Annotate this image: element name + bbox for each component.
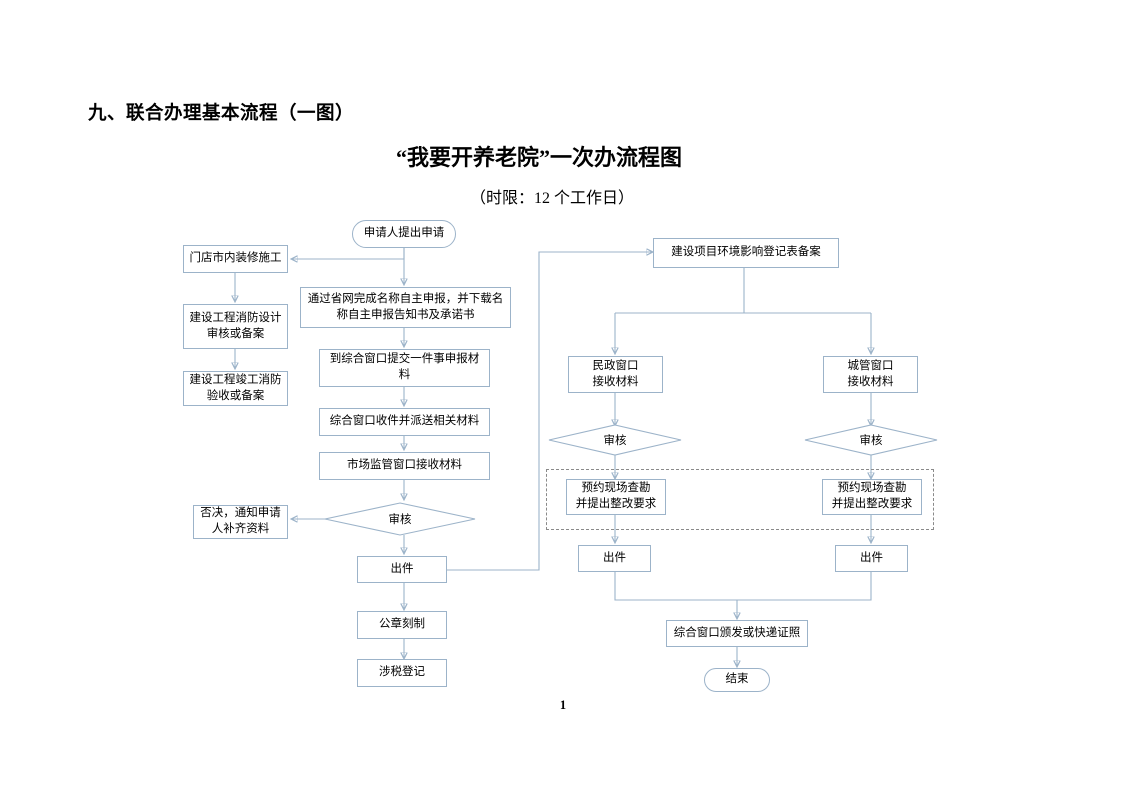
node-review-civil[interactable]: 审核	[548, 424, 682, 456]
node-market-supervision-window[interactable]: 市场监管窗口接收材料	[319, 452, 490, 480]
node-civil-affairs-window[interactable]: 民政窗口 接收材料	[568, 356, 663, 393]
node-issue-civil[interactable]: 出件	[578, 545, 651, 572]
node-submit-to-window[interactable]: 到综合窗口提交一件事申报材 料	[319, 349, 490, 387]
node-fire-design-review[interactable]: 建设工程消防设计 审核或备案	[183, 304, 288, 349]
onsite-survey-dashed-group	[546, 469, 934, 530]
page-title: “我要开养老院”一次办流程图	[396, 145, 683, 170]
node-fire-acceptance[interactable]: 建设工程竣工消防 验收或备案	[183, 371, 288, 406]
node-reject-notice[interactable]: 否决，通知申请 人补齐资料	[193, 505, 288, 539]
node-tax-registration[interactable]: 涉税登记	[357, 659, 447, 687]
node-review-urban[interactable]: 审核	[804, 424, 938, 456]
node-review-urban-label: 审核	[859, 435, 883, 447]
section-heading: 九、联合办理基本流程（一图）	[88, 104, 355, 124]
node-end[interactable]: 结束	[704, 668, 770, 692]
node-review-market-label: 审核	[388, 514, 412, 526]
node-urban-mgmt-window[interactable]: 城管窗口 接收材料	[823, 356, 918, 393]
node-survey-civil[interactable]: 预约现场查勘 并提出整改要求	[566, 479, 666, 515]
page-number: 1	[559, 698, 567, 712]
node-license-issue[interactable]: 综合窗口颁发或快递证照	[666, 620, 808, 647]
node-review-civil-label: 审核	[603, 435, 627, 447]
page-subtitle: （时限：12 个工作日）	[470, 190, 635, 207]
node-window-receive-dispatch[interactable]: 综合窗口收件并派送相关材料	[319, 408, 490, 436]
node-env-impact-record[interactable]: 建设项目环境影响登记表备案	[653, 238, 839, 268]
node-name-declaration[interactable]: 通过省网完成名称自主申报，并下载名 称自主申报告知书及承诺书	[300, 287, 511, 328]
node-seal-engraving[interactable]: 公章刻制	[357, 611, 447, 639]
node-review-market[interactable]: 审核	[324, 502, 476, 536]
node-store-decoration[interactable]: 门店市内装修施工	[183, 245, 288, 273]
node-start[interactable]: 申请人提出申请	[352, 220, 456, 248]
node-issue-market[interactable]: 出件	[357, 556, 447, 583]
node-survey-urban[interactable]: 预约现场查勘 并提出整改要求	[822, 479, 922, 515]
node-issue-urban[interactable]: 出件	[835, 545, 908, 572]
